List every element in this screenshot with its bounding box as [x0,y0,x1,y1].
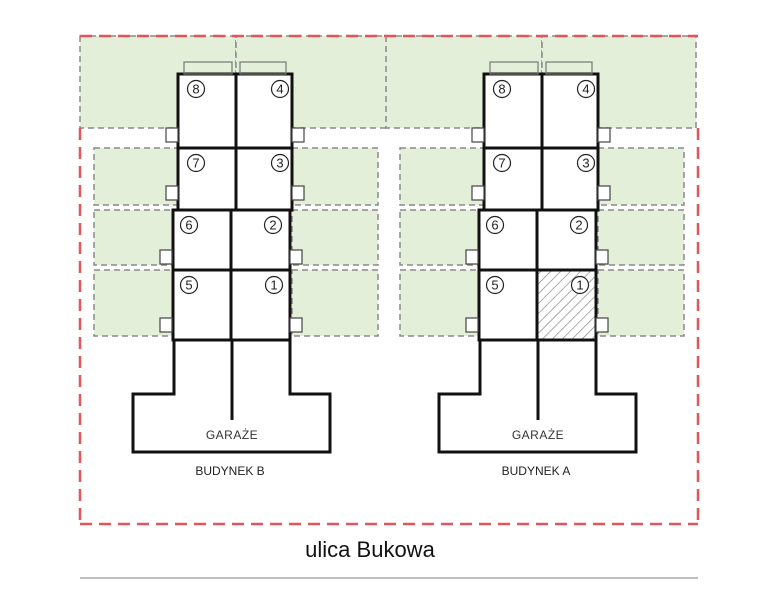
unit-6 [477,208,539,272]
garden-plot [597,209,685,266]
balcony-tab [597,185,611,201]
unit-number-badge [270,79,290,99]
garden-plot [291,269,379,337]
garden-plot [93,147,179,206]
property-boundary [78,34,700,526]
balcony-tab [291,127,305,143]
unit-number-badge [570,275,590,295]
unit-number-badge [492,79,512,99]
unit-number-badge [485,215,505,235]
unit-number: 2 [269,218,276,233]
balcony-tab [289,249,303,265]
balcony-tab [595,317,609,333]
garden-plot [291,147,379,206]
building-b-gardens [79,35,391,337]
garden-plot [597,269,685,337]
unit-number-badge [485,275,505,295]
balcony-tab [165,185,179,201]
building-caption: BUDYNEK B [195,464,264,478]
unit-number: 5 [185,278,192,293]
balcony-tab [465,317,479,333]
unit-5 [171,268,233,342]
balcony-tab [159,249,173,265]
unit-number-badge [179,275,199,295]
balcony-tab [471,185,485,201]
unit-number: 4 [276,82,283,97]
unit-number: 5 [491,278,498,293]
unit-number: 7 [498,156,505,171]
unit-2 [535,208,598,272]
balcony-tab [471,127,485,143]
unit-number-badge [186,79,206,99]
unit-number: 3 [582,156,589,171]
garage-outline [131,340,332,454]
unit-number: 8 [498,82,505,97]
balcony-tab [165,127,179,143]
roof-mark [239,61,287,75]
unit-number: 7 [192,156,199,171]
unit-number-badge [270,153,290,173]
garage-label: GARAŻE [512,428,564,442]
balcony-tab [291,185,305,201]
unit-number-badge [492,153,512,173]
building-caption: BUDYNEK A [502,464,571,478]
gardens [79,35,697,337]
unit-number-badge [576,79,596,99]
unit-number: 1 [576,278,583,293]
unit-number-badge [576,153,596,173]
garden-plot [597,147,685,206]
garage-outline [437,340,638,454]
unit-number-badge [569,215,589,235]
roof-mark [489,61,539,75]
balcony-tab [289,317,303,333]
unit-8 [176,72,238,150]
unit-number-badge [186,153,206,173]
unit-number: 8 [192,82,199,97]
unit-number-badge [264,275,284,295]
garden-plot [399,147,485,206]
balcony-tab [597,127,611,143]
unit-number-badge [263,215,283,235]
unit-number: 6 [491,218,498,233]
unit-number: 6 [185,218,192,233]
unit-number: 4 [582,82,589,97]
unit-number: 2 [575,218,582,233]
unit-number-badge [179,215,199,235]
garage-label: GARAŻE [206,428,258,442]
unit-7 [482,146,544,212]
building-a-gardens [385,35,697,337]
balcony-tab [159,317,173,333]
garden-plot [291,209,379,266]
unit-6 [171,208,233,272]
unit-number: 1 [270,278,277,293]
roof-mark [545,61,593,75]
roof-mark [183,61,233,75]
balcony-tab [465,249,479,265]
balcony-tab [595,249,609,265]
unit-8 [482,72,544,150]
unit-2 [229,208,292,272]
unit-number: 3 [276,156,283,171]
street-label: ulica Bukowa [305,537,435,562]
unit-7 [176,146,238,212]
